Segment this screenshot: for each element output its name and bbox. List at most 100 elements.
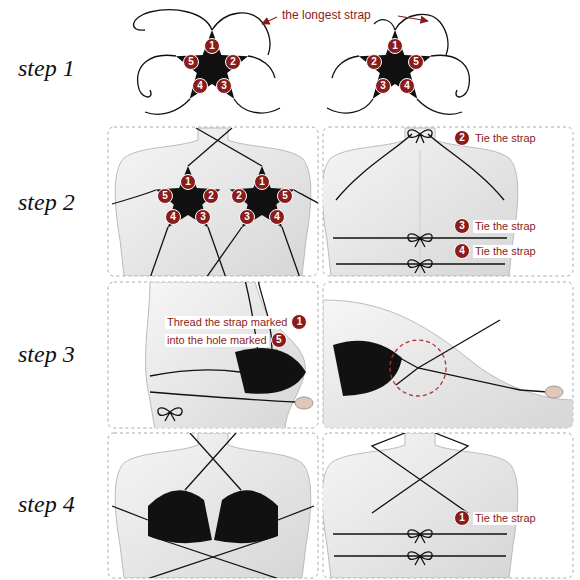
panel <box>323 127 573 276</box>
instruction-text: Tie the strap <box>473 512 538 525</box>
bikini-cup <box>333 341 402 396</box>
callout-number: 4 <box>192 78 208 94</box>
bow <box>408 130 432 143</box>
step-label: step 4 <box>18 490 75 518</box>
bikini-cup <box>214 490 278 543</box>
strap <box>374 20 395 30</box>
strap <box>150 370 240 376</box>
strap <box>196 128 262 166</box>
callout-number: 2 <box>366 54 382 70</box>
instruction-text: Tie the strap <box>473 245 538 258</box>
strap <box>185 433 236 490</box>
strap <box>282 227 300 276</box>
callout-number: 4 <box>269 209 285 225</box>
callout-number: 2 <box>225 54 241 70</box>
strap <box>150 392 296 402</box>
star-piece <box>156 166 221 228</box>
bow <box>408 530 432 543</box>
strap <box>188 128 232 166</box>
star-piece <box>359 30 431 99</box>
strap <box>372 433 468 513</box>
callout-number: 3 <box>216 78 232 94</box>
strap <box>138 55 176 97</box>
instruction-text: into the hole marked <box>165 334 269 347</box>
callout-number: 3 <box>454 218 470 234</box>
strap <box>400 358 520 390</box>
mannequin <box>146 282 306 428</box>
longest-strap <box>395 14 448 55</box>
panels <box>108 127 573 578</box>
callout-number: 2 <box>231 188 247 204</box>
strap <box>134 10 212 30</box>
strap <box>150 227 168 276</box>
callout-number: 1 <box>291 314 307 330</box>
step4-front <box>112 433 314 578</box>
strap <box>396 320 500 385</box>
callout-number: 3 <box>195 209 211 225</box>
callout-number: 2 <box>203 188 219 204</box>
callout-number: 4 <box>165 209 181 225</box>
step2-front <box>112 128 318 276</box>
callout-number: 5 <box>277 188 293 204</box>
callout-number: 1 <box>254 174 270 190</box>
step-label: step 1 <box>18 54 75 82</box>
panel <box>108 433 318 578</box>
step1-pieces <box>134 10 470 115</box>
callout-number: 5 <box>408 54 424 70</box>
bow <box>408 552 432 565</box>
step3-side <box>146 282 313 428</box>
instruction-text: Thread the strap marked <box>165 316 289 329</box>
strap <box>336 134 412 200</box>
panel <box>323 433 573 578</box>
callout-number: 5 <box>157 188 173 204</box>
callout-number: 1 <box>180 174 196 190</box>
bikini-cup <box>235 348 306 394</box>
longest-strap <box>212 13 270 55</box>
strap <box>248 56 275 78</box>
strap <box>431 55 469 97</box>
bow <box>158 408 182 421</box>
callout-number: 3 <box>239 209 255 225</box>
strap <box>417 99 462 114</box>
step4-back <box>323 433 518 578</box>
strap <box>234 99 280 113</box>
highlight-circle <box>390 340 446 396</box>
callout-number: 3 <box>375 78 391 94</box>
callout-number: 4 <box>454 243 470 259</box>
mannequin <box>115 128 311 276</box>
step-label: step 3 <box>18 340 75 368</box>
callout-number: 1 <box>454 510 470 526</box>
star-piece <box>230 166 295 228</box>
strap <box>145 99 190 114</box>
bikini-cup <box>148 490 212 543</box>
star-piece <box>176 30 248 99</box>
callout-number: 2 <box>454 130 470 146</box>
strap <box>294 190 318 204</box>
strap <box>208 227 226 276</box>
strap <box>144 536 276 578</box>
strap <box>278 506 314 520</box>
callout-number: 5 <box>271 332 287 348</box>
strap <box>332 56 359 78</box>
bow <box>408 260 432 273</box>
step-label: step 2 <box>18 188 75 216</box>
strap <box>206 227 242 276</box>
callout-number: 4 <box>399 78 415 94</box>
callout-number: 1 <box>387 38 403 54</box>
step3-closeup <box>323 300 573 428</box>
strap <box>327 99 373 113</box>
bow <box>408 234 432 247</box>
instruction-text: Tie the strap <box>473 220 538 233</box>
callout-text: the longest strap <box>280 8 373 22</box>
panel <box>108 127 318 276</box>
pointer-arrow <box>262 17 277 24</box>
mannequin <box>323 300 573 428</box>
strap <box>520 390 548 392</box>
hand <box>295 397 313 409</box>
mannequin <box>115 433 311 578</box>
instruction-text: Tie the strap <box>473 132 538 145</box>
callout-number: 1 <box>204 38 220 54</box>
callout-number: 5 <box>183 54 199 70</box>
